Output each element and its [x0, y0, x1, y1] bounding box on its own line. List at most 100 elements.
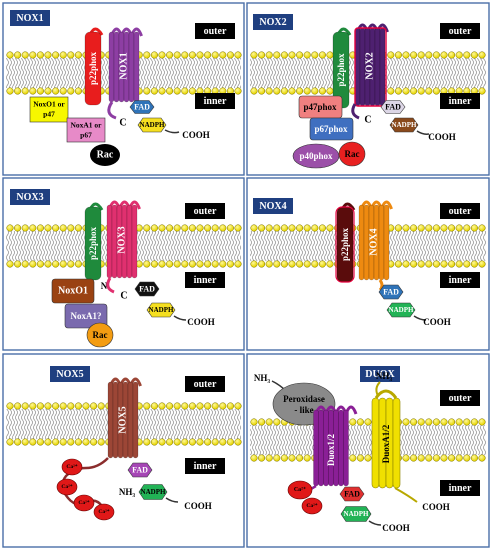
- lipid-head: [311, 51, 319, 59]
- inner-label: inner: [449, 483, 472, 494]
- duoxa-c-tail: [394, 487, 418, 503]
- lipid-head: [14, 51, 22, 59]
- lipid-head: [36, 260, 44, 268]
- nox2-core: [354, 23, 389, 107]
- lipid-head: [6, 402, 14, 410]
- lipid-head: [463, 51, 471, 59]
- lipid-head: [36, 51, 44, 59]
- nadph-hex: [340, 506, 372, 522]
- lipid-head: [470, 51, 478, 59]
- c-terminus-tail: [351, 103, 360, 120]
- lipid-head: [258, 418, 266, 426]
- c-terminus-tail: [107, 101, 117, 120]
- transmembrane-helix: [127, 381, 134, 459]
- noxo1-label-1: NoxO1 or: [33, 100, 65, 109]
- lipid-head: [303, 260, 311, 268]
- lipid-head: [204, 51, 212, 59]
- p67phox-label: p67phox: [314, 124, 348, 134]
- membrane-bilayer: [250, 418, 486, 462]
- lipid-head: [470, 224, 478, 232]
- lipid-head: [204, 438, 212, 446]
- lipid-head: [455, 51, 463, 59]
- inner-box: [440, 93, 480, 109]
- noxo1-label-2: p47: [43, 110, 55, 119]
- lipid-head: [158, 87, 166, 95]
- lipid-head: [166, 438, 174, 446]
- lipid-head: [478, 418, 486, 426]
- lipid-head: [326, 87, 334, 95]
- rac-label: Rac: [93, 330, 108, 340]
- lipid-head: [288, 260, 296, 268]
- transmembrane-helix: [354, 27, 361, 107]
- lipid-head: [52, 87, 60, 95]
- lipid-head: [52, 438, 60, 446]
- nox2-label: NOX2: [365, 52, 376, 79]
- transmembrane-helix: [132, 381, 139, 459]
- inner-label: inner: [194, 461, 217, 472]
- inner-box: [185, 458, 225, 474]
- lipid-head: [219, 438, 227, 446]
- nox1-core: [108, 27, 143, 103]
- lipid-head: [417, 418, 425, 426]
- lipid-head: [6, 260, 14, 268]
- transmembrane-helix: [378, 204, 385, 281]
- transmembrane-helix: [338, 409, 344, 487]
- lipid-head: [250, 260, 258, 268]
- lipid-head: [6, 87, 14, 95]
- p67phox-box: [309, 117, 354, 141]
- fad-label: FAD: [383, 288, 399, 297]
- transmembrane-helix: [126, 204, 133, 279]
- lipid-head: [143, 87, 151, 95]
- lipid-head: [410, 418, 418, 426]
- lipid-head: [29, 438, 37, 446]
- lipid-head: [188, 402, 196, 410]
- lipid-head: [52, 260, 60, 268]
- nadph-label: NADPH: [392, 121, 417, 129]
- lipid-head: [181, 260, 189, 268]
- p22phox-body: [84, 31, 102, 106]
- lipid-head: [158, 224, 166, 232]
- lipid-head: [432, 87, 440, 95]
- lipid-head: [470, 418, 478, 426]
- lipid-head: [280, 87, 288, 95]
- lipid-head: [211, 224, 219, 232]
- lipid-head: [410, 51, 418, 59]
- lipid-head: [288, 51, 296, 59]
- lipid-head: [188, 260, 196, 268]
- lipid-head: [410, 260, 418, 268]
- lipid-head: [448, 454, 456, 462]
- panel-title-box: [253, 14, 293, 30]
- lipid-head: [410, 224, 418, 232]
- lipid-head: [166, 224, 174, 232]
- fad-hex: [378, 284, 404, 300]
- lipid-head: [463, 224, 471, 232]
- calcium-label: Ca²⁺: [66, 463, 77, 470]
- inner-label: inner: [449, 96, 472, 107]
- cooh-label: COOH: [428, 132, 456, 142]
- lipid-head: [364, 418, 372, 426]
- lipid-head: [166, 260, 174, 268]
- lipid-head: [21, 438, 29, 446]
- lipid-head: [36, 87, 44, 95]
- lipid-head: [36, 224, 44, 232]
- lipid-head: [143, 438, 151, 446]
- cooh-right-label: COOH: [422, 502, 450, 512]
- outer-label: outer: [194, 206, 217, 217]
- lipid-head: [417, 454, 425, 462]
- lipid-head: [74, 402, 82, 410]
- panel-title-box: [253, 198, 293, 214]
- noxa1-box: [66, 117, 106, 143]
- lipid-head: [280, 454, 288, 462]
- lipid-head: [44, 87, 52, 95]
- lipid-head: [143, 260, 151, 268]
- lipid-head: [90, 438, 98, 446]
- lipid-head: [296, 260, 304, 268]
- transmembrane-helix: [383, 204, 390, 281]
- inner-box: [440, 480, 480, 496]
- outer-label: outer: [449, 26, 472, 37]
- calcium-label: Ca²⁺: [78, 499, 89, 506]
- lipid-head: [21, 224, 29, 232]
- lipid-head: [288, 87, 296, 95]
- noxa1-label: NoxA1?: [71, 311, 102, 321]
